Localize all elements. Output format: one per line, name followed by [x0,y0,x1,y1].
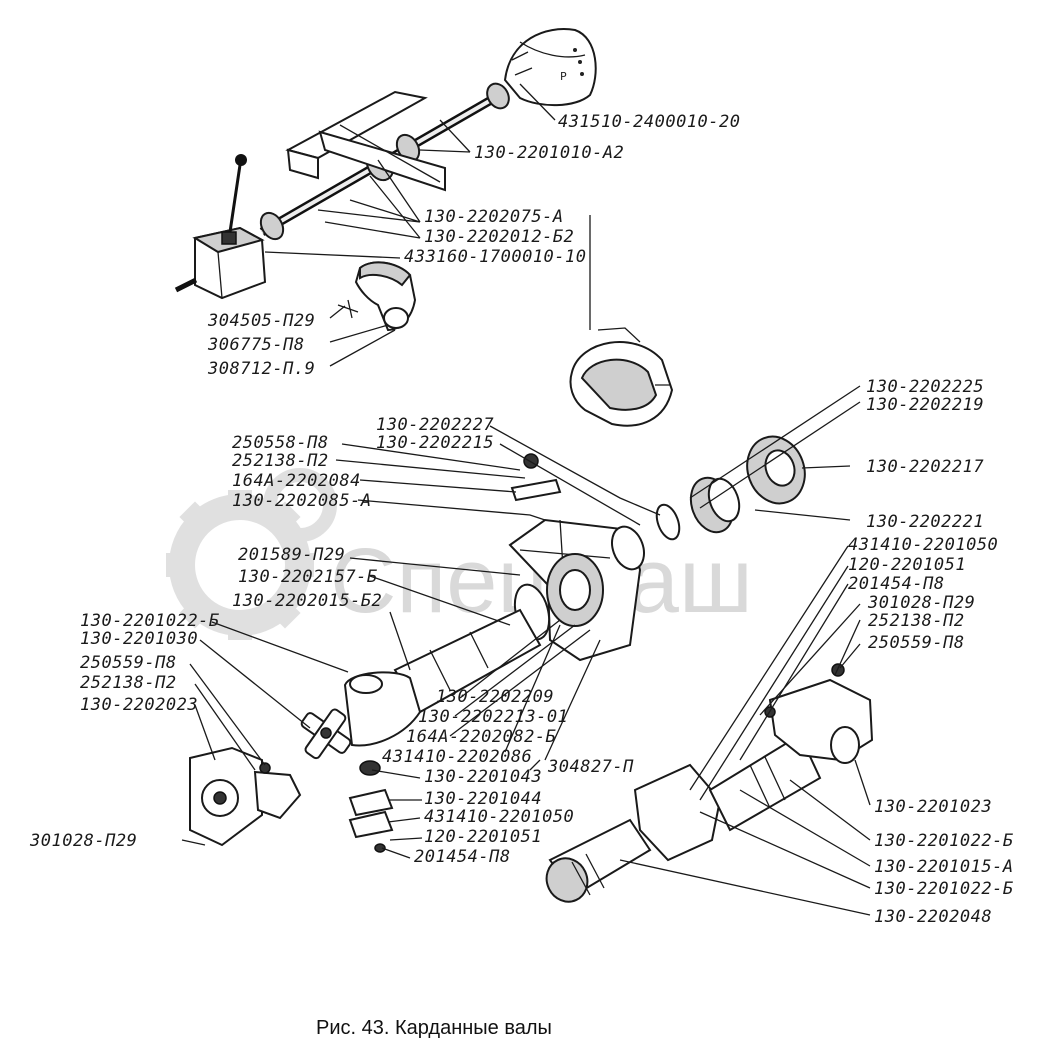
callout-c21: 120-2201051 [848,555,966,575]
callout-c40: 431410-2201050 [424,807,574,827]
callout-c28: 130-2201022-Б [80,611,220,631]
callout-c38: 130-2201043 [424,767,542,787]
nut [523,453,539,469]
gearbox [174,154,267,300]
watermark: СпецМаш [166,468,753,640]
axle-housing: Р [503,28,597,107]
callout-c23: 201454-П8 [848,574,945,594]
retaining-ring [611,525,645,571]
callout-c41: 120-2201051 [424,827,542,847]
svg-text:Р: Р [560,70,567,83]
callout-c14: 252138-П2 [232,451,329,471]
rear-shaft-assembly [545,663,874,903]
callout-c13: 250558-П8 [232,433,329,453]
callout-c39: 130-2201044 [424,789,542,809]
callout-c44: 130-2201023 [874,797,992,817]
callout-c02: 130-2201010-А2 [474,143,624,163]
callout-c19: 431410-2201050 [848,535,998,555]
figure-caption: Рис. 43. Карданные валы [316,1017,552,1039]
callout-c12: 130-2202215 [376,433,494,453]
gear-logo-icon [166,468,337,640]
callout-c35: 164А-2202082-Б [406,727,557,747]
callout-c15: 164А-2202084 [232,471,361,491]
cushion-half-ring [569,327,674,427]
callout-c20: 201589-П29 [238,545,345,565]
callout-c34: 130-2202213-01 [418,707,568,727]
callout-c22: 130-2202157-Б [238,567,378,587]
callout-c24: 301028-П29 [867,593,975,613]
callout-c09: 130-2202225 [866,377,984,397]
callout-c33: 130-2202209 [436,687,554,707]
callout-c37: 304827-П [547,757,634,777]
slip-yoke [633,763,722,862]
callout-c08: 308712-П.9 [207,359,315,379]
callout-c06: 304505-П29 [207,311,315,331]
callout-c11: 130-2202227 [376,415,494,435]
intermediate-support [337,261,417,332]
callout-c42: 201454-П8 [414,847,511,867]
callout-c43: 301028-П29 [29,831,137,851]
callout-c46: 130-2201015-А [874,857,1014,877]
leader-lines [181,83,871,916]
callout-c25: 130-2202015-Б2 [232,591,382,611]
callout-c47: 130-2201022-Б [874,879,1014,899]
frame-bracket [285,90,446,192]
callout-c03: 130-2202075-А [424,207,564,227]
callout-labels: 431510-2400010-20 130-2201010-А2 130-220… [29,112,1014,927]
callout-c45: 130-2201022-Б [874,831,1014,851]
callout-c29: 130-2201030 [80,629,198,649]
callout-c07: 306775-П8 [207,335,305,355]
callout-c17: 130-2202217 [866,457,984,477]
callout-c36: 431410-2202086 [382,747,532,767]
callout-c16: 130-2202085-А [232,491,372,511]
bearing-cap-stack [348,760,394,853]
callout-c26: 252138-П2 [868,611,965,631]
callout-c04: 130-2202012-Б2 [424,227,574,247]
callout-c27: 250559-П8 [868,633,965,653]
callout-c05: 433160-1700010-10 [404,247,587,267]
universal-joint-cross [300,708,352,760]
rear-shaft-tube [708,733,822,832]
callout-c32: 130-2202023 [80,695,198,715]
callout-c01: 431510-2400010-20 [558,112,741,132]
callout-c18: 130-2202221 [866,512,984,532]
callout-c48: 130-2202048 [874,907,992,927]
intermediate-shaft-assembly [189,435,806,853]
callout-c30: 250559-П8 [80,653,177,673]
callout-c10: 130-2202219 [866,395,984,415]
washer-plate [510,478,562,502]
callout-c31: 252138-П2 [80,673,177,693]
